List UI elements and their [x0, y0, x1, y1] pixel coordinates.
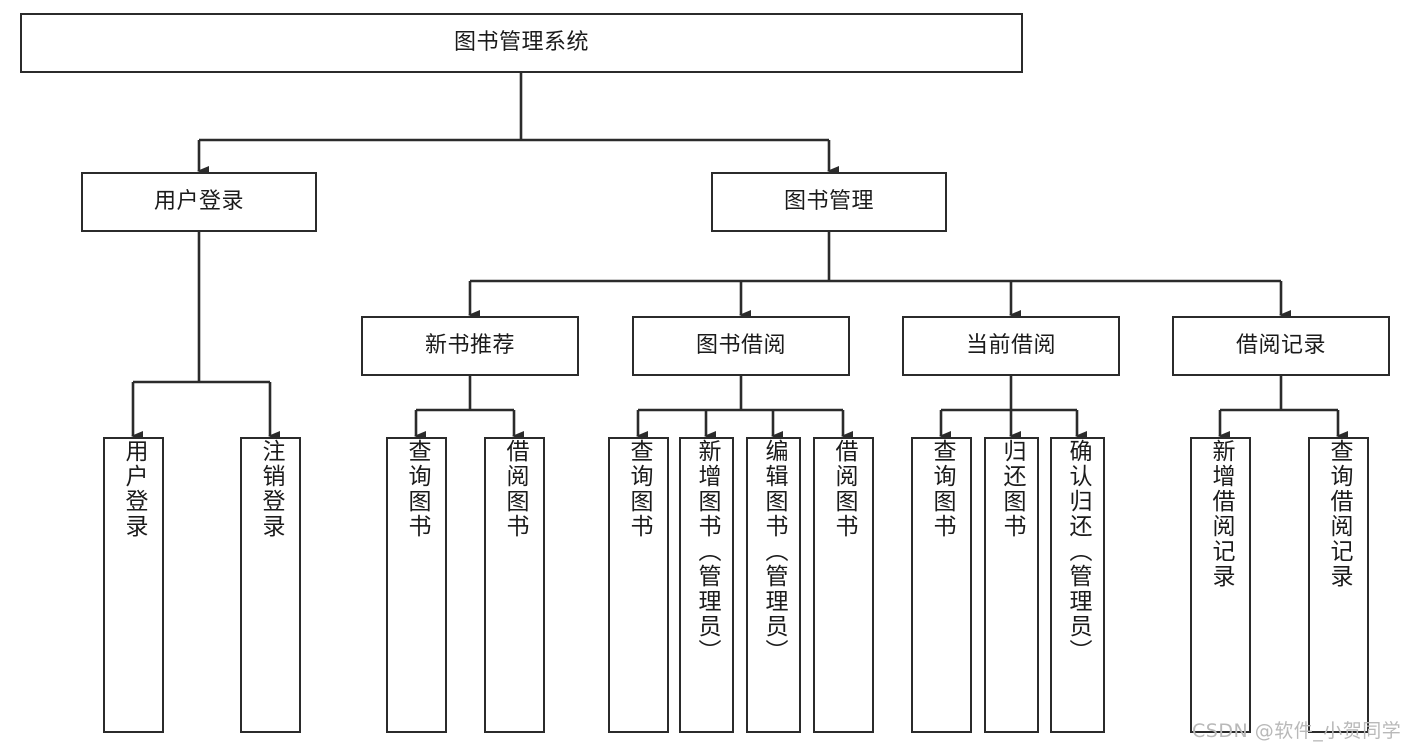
module-node-label: 用户登录 — [153, 189, 244, 215]
module-node[interactable]: 用户登录 — [81, 172, 317, 232]
submodule-node-label: 图书借阅 — [695, 333, 786, 359]
function-node-label: 确认归还（管理员） — [1065, 439, 1091, 664]
submodule-node-label: 新书推荐 — [424, 333, 515, 359]
submodule-node[interactable]: 借阅记录 — [1172, 316, 1390, 376]
function-node[interactable]: 用户登录 — [103, 437, 164, 733]
csdn-watermark: CSDN @软件_小贺同学 — [1192, 720, 1402, 742]
submodule-node[interactable]: 当前借阅 — [902, 316, 1120, 376]
function-node-label: 新增借阅记录 — [1208, 439, 1234, 589]
root-node[interactable]: 图书管理系统 — [20, 13, 1023, 73]
module-node-label: 图书管理 — [783, 189, 874, 215]
function-node[interactable]: 查询图书 — [386, 437, 447, 733]
function-node[interactable]: 借阅图书 — [813, 437, 874, 733]
function-node-label: 注销登录 — [258, 439, 284, 539]
function-node[interactable]: 新增借阅记录 — [1190, 437, 1251, 733]
function-node-label: 查询图书 — [404, 439, 430, 539]
function-node-label: 查询图书 — [626, 439, 652, 539]
function-node-label: 查询图书 — [929, 439, 955, 539]
module-node[interactable]: 图书管理 — [711, 172, 947, 232]
submodule-node[interactable]: 图书借阅 — [632, 316, 850, 376]
function-node[interactable]: 归还图书 — [984, 437, 1039, 733]
function-node-label: 查询借阅记录 — [1326, 439, 1352, 589]
function-node[interactable]: 借阅图书 — [484, 437, 545, 733]
submodule-node-label: 借阅记录 — [1235, 333, 1326, 359]
function-node-label: 编辑图书（管理员） — [761, 439, 787, 664]
submodule-node-label: 当前借阅 — [965, 333, 1056, 359]
function-node[interactable]: 查询图书 — [608, 437, 669, 733]
function-node[interactable]: 编辑图书（管理员） — [746, 437, 801, 733]
function-node-label: 借阅图书 — [831, 439, 857, 539]
function-node[interactable]: 注销登录 — [240, 437, 301, 733]
function-node[interactable]: 新增图书（管理员） — [679, 437, 734, 733]
function-node-label: 归还图书 — [999, 439, 1025, 539]
function-node-label: 用户登录 — [121, 439, 147, 539]
function-node-label: 新增图书（管理员） — [694, 439, 720, 664]
function-node-label: 借阅图书 — [502, 439, 528, 539]
submodule-node[interactable]: 新书推荐 — [361, 316, 579, 376]
function-node[interactable]: 确认归还（管理员） — [1050, 437, 1105, 733]
function-node[interactable]: 查询图书 — [911, 437, 972, 733]
root-node-label: 图书管理系统 — [453, 30, 589, 56]
function-node[interactable]: 查询借阅记录 — [1308, 437, 1369, 733]
